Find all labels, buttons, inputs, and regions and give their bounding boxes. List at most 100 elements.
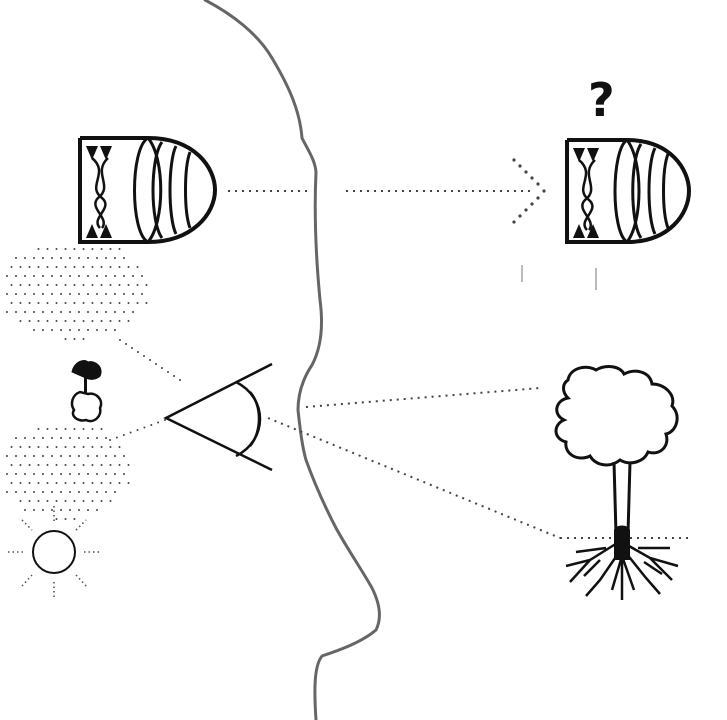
stipple-dot xyxy=(96,473,98,475)
stipple-dot xyxy=(28,500,31,502)
stipple-dot xyxy=(28,266,31,268)
stipple-dot xyxy=(161,367,163,369)
stipple-dot xyxy=(28,302,31,304)
stipple-dot xyxy=(100,248,103,250)
stipple-dot xyxy=(118,284,121,286)
stipple-dot xyxy=(179,379,181,381)
stipple-dot xyxy=(87,311,89,313)
stipple-dot xyxy=(10,482,13,484)
stipple-dot xyxy=(73,248,76,250)
tree-roots xyxy=(565,534,679,600)
stipple-dot xyxy=(127,284,130,286)
stipple-dot xyxy=(105,437,107,439)
stipple-dot xyxy=(73,464,76,466)
stipple-dot xyxy=(60,455,62,457)
stipple-dot xyxy=(123,257,125,259)
stipple-dot xyxy=(105,293,107,295)
stipple-dot xyxy=(19,446,22,448)
stipple-dot xyxy=(73,266,76,268)
stipple-dot xyxy=(132,275,134,277)
stipple-dot xyxy=(105,455,107,457)
stipple-dot xyxy=(119,339,121,341)
stipple-dot xyxy=(96,455,98,457)
stipple-dot xyxy=(51,257,53,259)
stipple-dot xyxy=(60,473,62,475)
stipple-dot xyxy=(6,473,8,475)
stipple-dot xyxy=(42,293,44,295)
stipple-dot xyxy=(123,455,125,457)
stipple-dot xyxy=(60,491,62,493)
stipple-dot xyxy=(69,509,71,511)
stipple-dot xyxy=(37,266,40,268)
stipple-dot xyxy=(82,302,85,304)
stipple-dot xyxy=(109,320,112,322)
stipple-dot xyxy=(78,275,80,277)
sun-icon xyxy=(8,506,102,600)
stipple-dot xyxy=(46,500,49,502)
stipple-dot xyxy=(96,509,98,511)
stipple-dot xyxy=(69,473,71,475)
stipple-dot xyxy=(55,320,58,322)
stipple-dot xyxy=(42,329,44,331)
stipple-dot xyxy=(51,491,53,493)
stipple-dot xyxy=(127,320,130,322)
stipple-dot xyxy=(55,248,58,250)
stipple-dot xyxy=(37,500,40,502)
stipple-dot xyxy=(91,482,94,484)
stipple-dot xyxy=(69,329,71,331)
stipple-dot xyxy=(64,248,67,250)
stipple-dot xyxy=(28,446,31,448)
arrowhead-icon xyxy=(512,158,546,224)
stipple-dot xyxy=(73,500,76,502)
stipple-dot xyxy=(167,371,169,373)
stipple-dot xyxy=(109,439,111,441)
stipple-dot xyxy=(10,284,13,286)
stipple-dot xyxy=(100,284,103,286)
stipple-dot xyxy=(78,437,80,439)
stipple-dot xyxy=(46,248,49,250)
stipple-dot xyxy=(100,302,103,304)
stipple-dot xyxy=(33,437,35,439)
stipple-dot xyxy=(109,482,112,484)
stipple-dot xyxy=(136,429,139,431)
stipple-dot xyxy=(91,284,94,286)
stipple-dot xyxy=(55,518,58,520)
stipple-dot xyxy=(91,266,94,268)
stipple-dot xyxy=(69,275,71,277)
stipple-dot xyxy=(87,275,89,277)
stipple-dot xyxy=(37,464,40,466)
stipple-dot xyxy=(64,464,67,466)
stipple-dot xyxy=(109,302,112,304)
stipple-dot xyxy=(19,500,22,502)
stipple-dot xyxy=(6,491,8,493)
stipple-dot xyxy=(87,437,89,439)
stipple-dot xyxy=(114,311,116,313)
stipple-dot xyxy=(82,482,85,484)
stipple-dot xyxy=(82,500,85,502)
stipple-dot xyxy=(46,446,49,448)
stipple-dot xyxy=(64,446,67,448)
stipple-dot xyxy=(115,436,118,439)
stipple-dot xyxy=(78,473,80,475)
stipple-dot xyxy=(73,482,76,484)
stipple-dot xyxy=(33,491,35,493)
stipple-dot xyxy=(42,275,44,277)
stipple-dot xyxy=(143,426,146,429)
stipple-dot xyxy=(96,275,98,277)
stipple-dot xyxy=(87,329,89,331)
stipple-dot xyxy=(46,302,49,304)
stipple-dot xyxy=(46,464,49,466)
head-profile-icon xyxy=(203,0,381,720)
stipple-dot xyxy=(114,257,116,259)
stipple-dot xyxy=(42,509,44,511)
stipple-dot xyxy=(118,320,121,322)
stipple-dot xyxy=(51,275,53,277)
stipple-dot xyxy=(118,464,121,466)
stipple-dot xyxy=(51,437,53,439)
stipple-dot xyxy=(136,284,139,286)
stipple-dot xyxy=(24,275,26,277)
stipple-dot xyxy=(87,293,89,295)
stipple-dot xyxy=(28,320,31,322)
stipple-dot xyxy=(42,311,44,313)
